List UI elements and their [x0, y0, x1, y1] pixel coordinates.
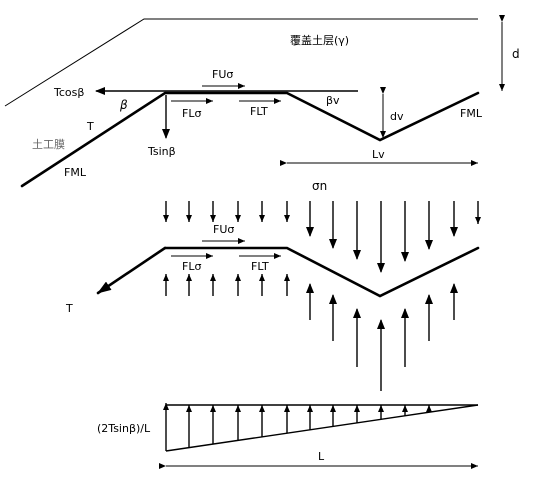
- cover-soil-surface: [4, 18, 478, 107]
- reaction-arrows-flat: [163, 274, 290, 296]
- bottom-section: (2Tsinβ)/L L: [97, 403, 479, 469]
- flt-label: FLT: [250, 105, 268, 118]
- reaction-arrows-v: [306, 283, 458, 391]
- distribution-arrows: [186, 405, 432, 448]
- cover-soil-label: 覆盖土层(γ): [290, 33, 349, 47]
- membrane-top: [20, 91, 480, 188]
- top-section: 覆盖土层(γ) d Tcosβ β FUσ FLσ FLT βv dv FML …: [4, 15, 520, 188]
- t-tension-arrow: [96, 246, 167, 295]
- flt-mid-label: FLT: [251, 260, 269, 273]
- fu-sigma-mid-label: FUσ: [213, 223, 234, 236]
- l-label: L: [318, 450, 325, 463]
- t-sin-label: Tsinβ: [147, 145, 176, 158]
- fl-sigma-mid-label: FLσ: [182, 260, 201, 273]
- sigma-n-label: σn: [312, 179, 327, 193]
- fml-right-label: FML: [460, 107, 483, 120]
- beta-label: β: [119, 98, 128, 112]
- dv-label: dv: [390, 110, 404, 123]
- geotextile-label: 土工膜: [32, 138, 65, 151]
- load-arrows-flat: [163, 201, 290, 222]
- t-mid-label: T: [65, 302, 73, 315]
- fml-left-label: FML: [64, 166, 87, 179]
- t-cos-label: Tcosβ: [53, 86, 84, 99]
- depth-d-label: d: [512, 47, 520, 61]
- fu-sigma-label: FUσ: [212, 68, 233, 81]
- t-tension-label: T: [86, 120, 94, 133]
- distribution-hypotenuse: [165, 404, 479, 452]
- lv-label: Lv: [372, 148, 385, 161]
- beta-v-label: βv: [326, 94, 340, 107]
- fl-sigma-label: FLσ: [182, 107, 201, 120]
- load-arrows-v: [306, 201, 481, 273]
- membrane-middle: [163, 246, 480, 298]
- two-tsin-label: (2Tsinβ)/L: [97, 422, 151, 435]
- middle-section: σn T FUσ FLσ: [65, 179, 481, 391]
